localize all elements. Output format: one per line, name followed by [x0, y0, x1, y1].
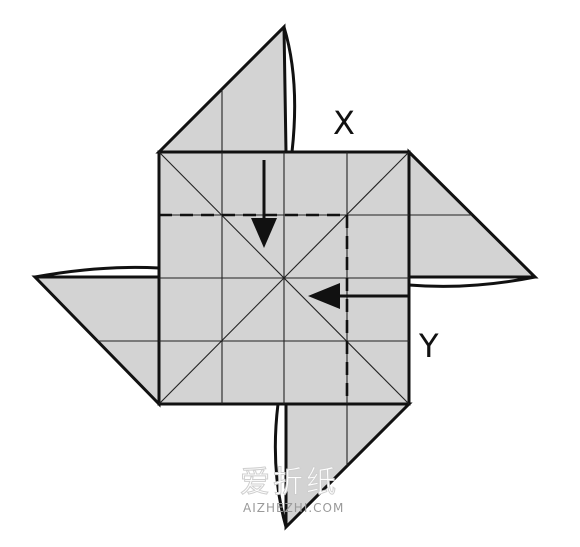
- watermark-sub: AIZHEZHI.COM: [243, 501, 344, 515]
- arrow-down-icon: [251, 160, 277, 248]
- top-flap: [155, 23, 297, 154]
- right-flap: [407, 148, 539, 288]
- watermark: 爱折纸 AIZHEZHI.COM: [240, 465, 344, 516]
- label-x: X: [333, 104, 355, 142]
- label-y: Y: [418, 327, 439, 365]
- watermark-main: 爱折纸: [240, 465, 339, 500]
- arrow-left-icon: [308, 283, 408, 309]
- center-square: [157, 150, 411, 406]
- left-flap: [31, 265, 161, 408]
